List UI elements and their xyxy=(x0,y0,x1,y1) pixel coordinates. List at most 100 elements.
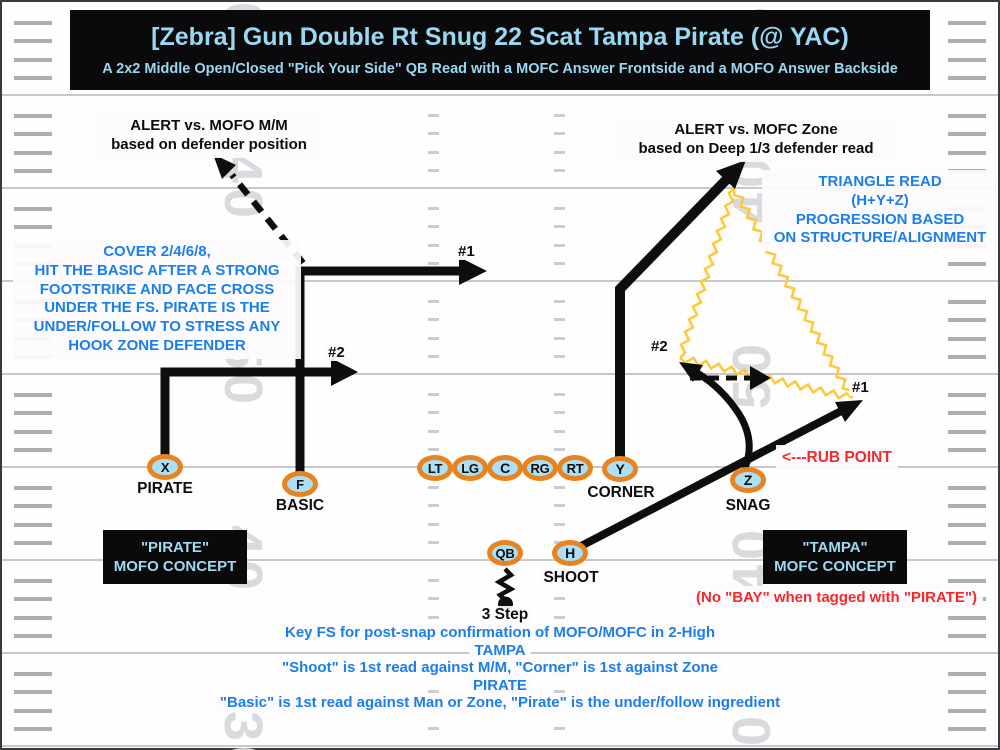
hash-mark xyxy=(14,522,52,527)
player-c: C xyxy=(487,455,523,481)
yard-line xyxy=(2,373,998,375)
route-label-backside-1: #1 xyxy=(849,379,872,396)
route-label-backside-2: #2 xyxy=(648,338,671,355)
hash-mark xyxy=(948,615,986,620)
yard-line xyxy=(2,280,998,282)
route-label-frontside-2: #2 xyxy=(325,344,348,361)
hash-mark xyxy=(14,411,52,416)
concept-tampa-line2: MOFC CONCEPT xyxy=(774,558,896,575)
hash-mark xyxy=(428,225,439,229)
hash-mark xyxy=(428,597,439,601)
hash-mark xyxy=(948,76,986,81)
hash-mark xyxy=(554,262,565,266)
hash-mark xyxy=(14,132,52,137)
hash-mark xyxy=(554,615,565,619)
hash-mark xyxy=(428,318,439,322)
footer-key-fs: Key FS for post-snap confirmation of MOF… xyxy=(280,624,720,642)
title-banner: [Zebra] Gun Double Rt Snug 22 Scat Tampa… xyxy=(70,10,930,90)
tag-shoot: SHOOT xyxy=(540,569,602,587)
hash-mark xyxy=(428,448,439,452)
hash-mark xyxy=(554,206,565,210)
hash-mark xyxy=(554,485,565,489)
field-number: 50 xyxy=(722,338,782,410)
hash-mark xyxy=(948,262,986,267)
hash-mark xyxy=(554,355,565,359)
hash-mark xyxy=(554,132,565,136)
hash-mark xyxy=(948,150,986,155)
hash-mark xyxy=(428,522,439,526)
hash-mark xyxy=(554,336,565,340)
hash-mark xyxy=(948,578,986,583)
hash-mark xyxy=(554,243,565,247)
concept-box-tampa: "TAMPA" MOFC CONCEPT xyxy=(763,530,907,584)
hash-mark xyxy=(14,708,52,713)
play-title: [Zebra] Gun Double Rt Snug 22 Scat Tampa… xyxy=(151,23,849,51)
hash-mark xyxy=(948,411,986,416)
hash-mark xyxy=(948,318,986,323)
hash-mark xyxy=(554,392,565,396)
footer-basic-read: "Basic" is 1st read against Man or Zone,… xyxy=(214,694,786,712)
field-number: 40 xyxy=(213,152,273,224)
hash-mark xyxy=(428,169,439,173)
hash-mark xyxy=(948,336,986,341)
player-lt: LT xyxy=(417,455,453,481)
route-h-arrowhead xyxy=(835,400,863,422)
hash-mark xyxy=(428,504,439,508)
hash-mark xyxy=(14,429,52,434)
hash-mark xyxy=(14,615,52,620)
hash-mark xyxy=(948,671,986,676)
hash-mark xyxy=(428,132,439,136)
hash-mark xyxy=(428,336,439,340)
hash-mark xyxy=(14,671,52,676)
triangle-read-note: TRIANGLE READ (H+Y+Z) PROGRESSION BASED … xyxy=(762,170,998,251)
player-f: F xyxy=(282,471,318,497)
hash-mark xyxy=(14,57,52,62)
tag-corner: CORNER xyxy=(584,484,658,502)
hash-mark xyxy=(14,578,52,583)
route-y-corner xyxy=(615,170,736,460)
hash-mark xyxy=(14,392,52,397)
player-y: Y xyxy=(602,456,638,482)
hash-mark xyxy=(948,504,986,509)
tag-pirate: PIRATE xyxy=(134,480,196,498)
qb-drop-label: 3 Step xyxy=(478,606,532,624)
hash-mark xyxy=(554,690,565,694)
player-z: Z xyxy=(730,467,766,493)
hash-mark xyxy=(428,392,439,396)
hash-mark xyxy=(948,708,986,713)
hash-mark xyxy=(948,541,986,546)
hash-mark xyxy=(14,485,52,490)
tag-snag: SNAG xyxy=(722,497,774,515)
footer-pirate: PIRATE xyxy=(468,676,532,695)
hash-mark xyxy=(428,411,439,415)
hash-mark xyxy=(14,448,52,453)
hash-mark xyxy=(554,448,565,452)
hash-mark xyxy=(14,150,52,155)
field-number: 30 xyxy=(722,710,782,750)
hash-mark xyxy=(14,225,52,230)
hash-mark xyxy=(948,299,986,304)
hash-mark xyxy=(948,429,986,434)
hash-mark xyxy=(428,578,439,582)
hash-mark xyxy=(948,727,986,732)
hash-mark xyxy=(948,392,986,397)
hash-mark xyxy=(554,597,565,601)
hash-mark xyxy=(14,169,52,174)
hash-mark xyxy=(14,206,52,211)
hash-mark xyxy=(948,448,986,453)
hash-mark xyxy=(428,243,439,247)
hash-mark xyxy=(428,113,439,117)
footer-tampa: TAMPA xyxy=(469,641,531,660)
player-lg: LG xyxy=(452,455,488,481)
hash-mark xyxy=(428,262,439,266)
qb-read-notes: Key FS for post-snap confirmation of MOF… xyxy=(0,624,1000,712)
player-h: H xyxy=(552,540,588,566)
rub-point-note: <---RUB POINT xyxy=(776,445,898,471)
hash-mark xyxy=(14,39,52,44)
hash-mark xyxy=(14,504,52,509)
hash-mark xyxy=(428,355,439,359)
hash-mark xyxy=(948,355,986,360)
hash-mark xyxy=(948,39,986,44)
concept-pirate-line1: "PIRATE" xyxy=(140,539,210,556)
